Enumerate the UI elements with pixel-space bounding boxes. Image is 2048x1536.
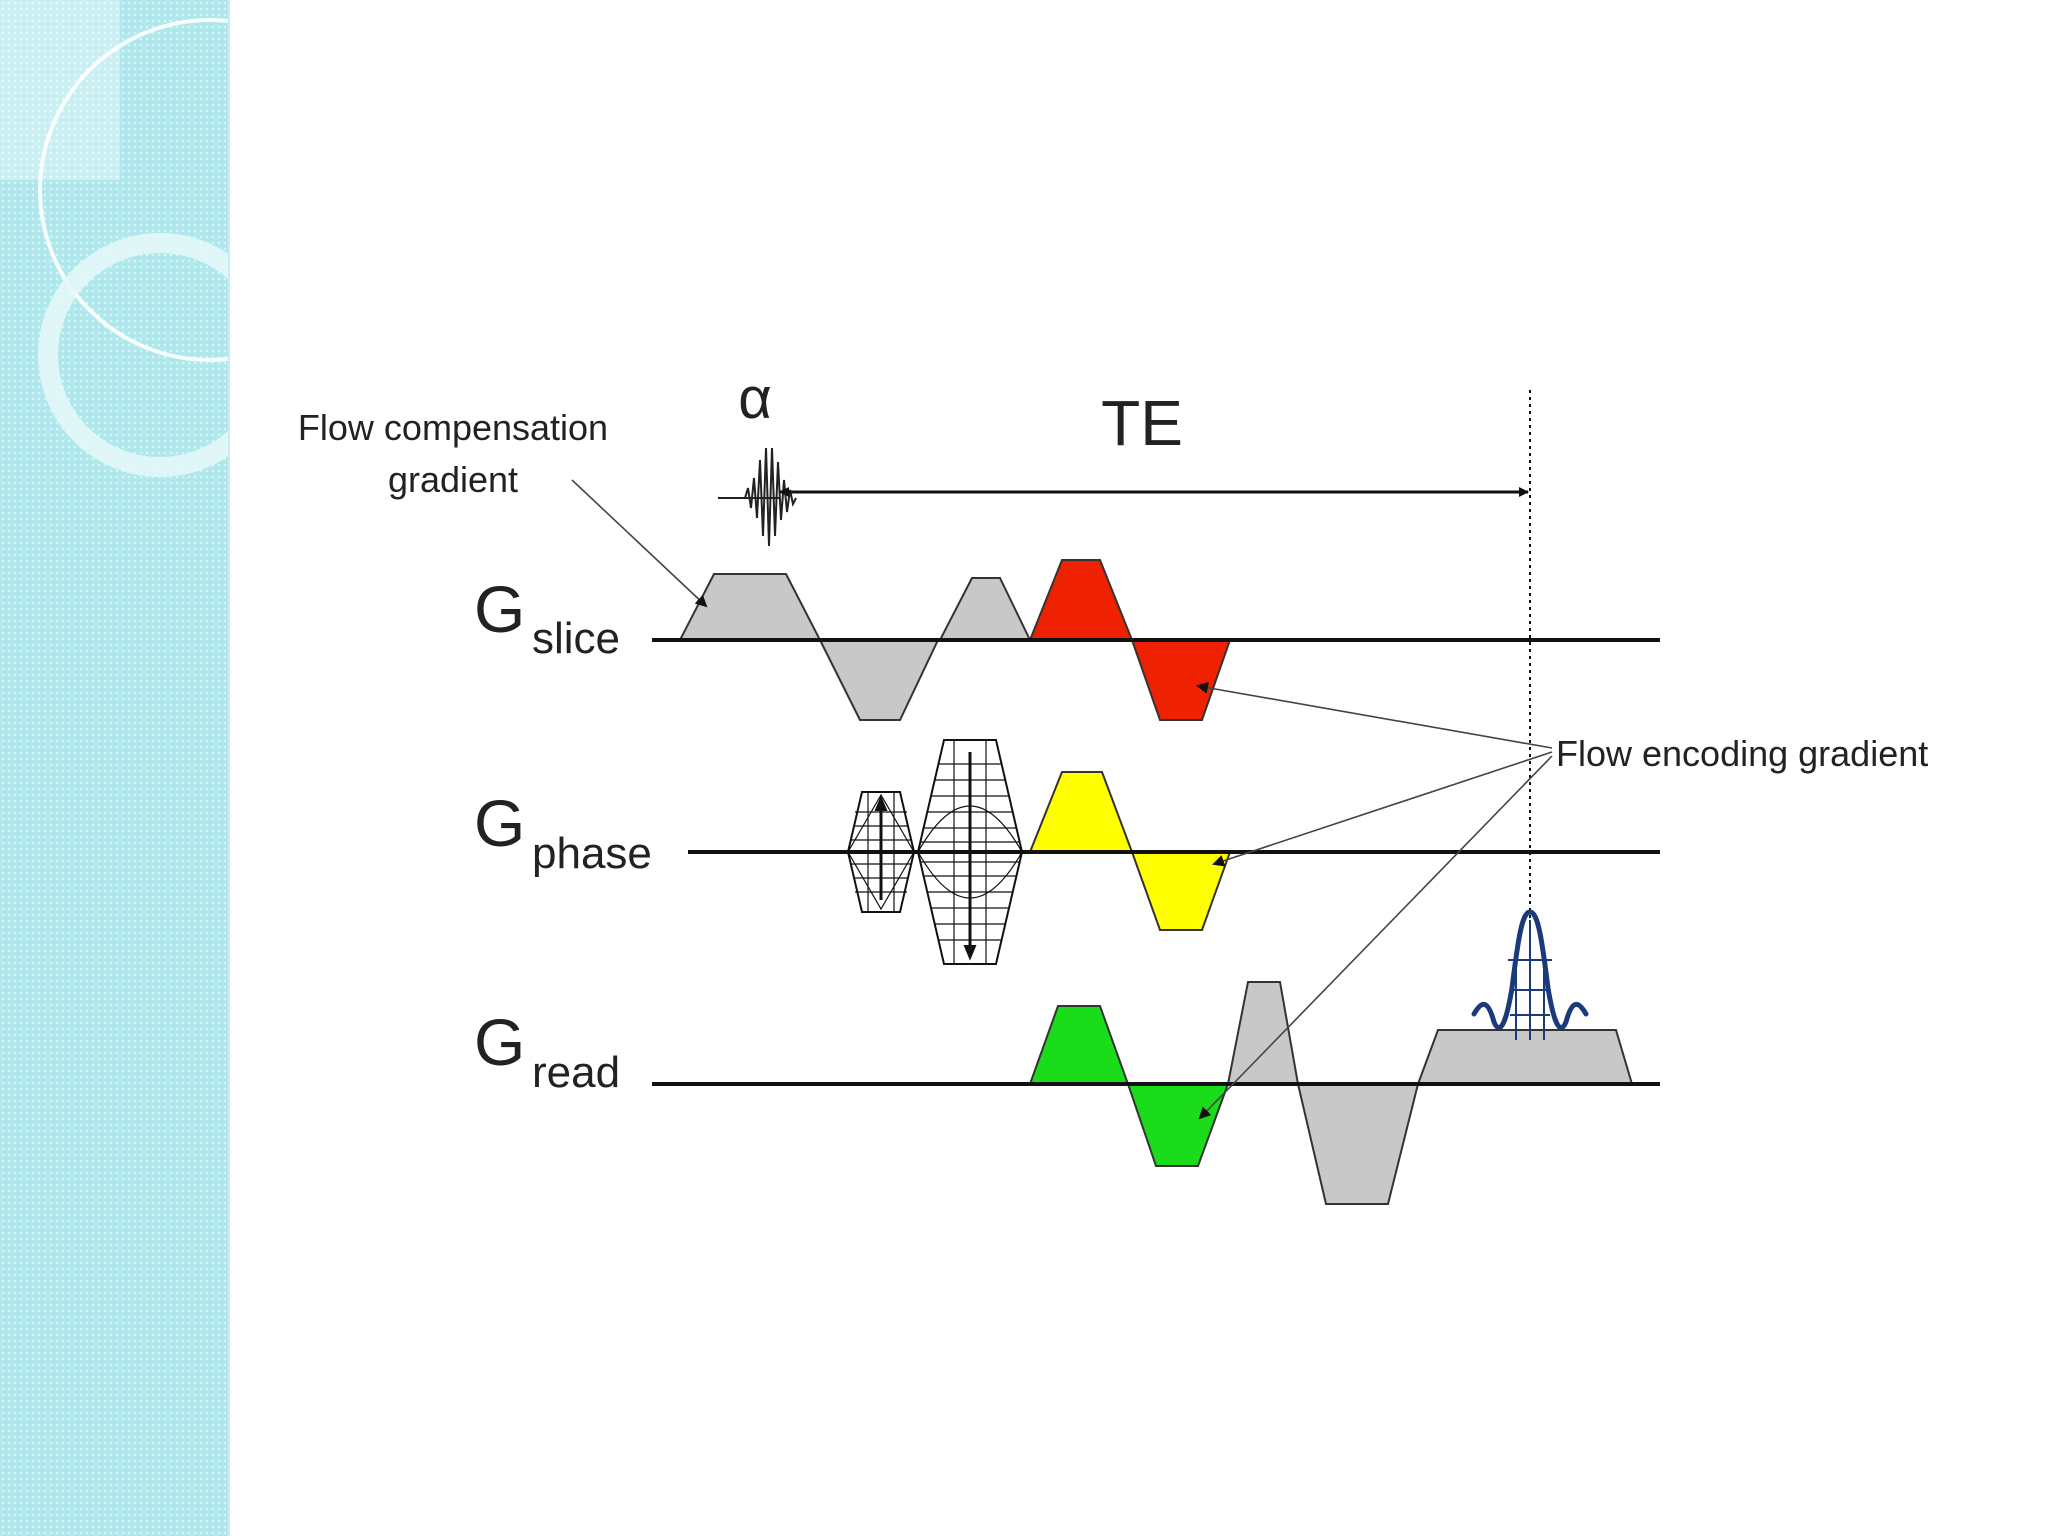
axis-label-sub: read: [532, 1048, 620, 1097]
slice-gray-lobes: [678, 573, 1032, 721]
flow-compensation-pointer: [571, 479, 708, 608]
axis-label-sub: slice: [532, 614, 620, 663]
axis-label-main: G: [474, 1005, 525, 1079]
decorative-rings: [0, 0, 228, 477]
slide-sidebar: [0, 0, 230, 1536]
read-flow-encoding-lobes: [1028, 1005, 1230, 1167]
te-label: TE: [1101, 387, 1183, 459]
rf-pulse-icon: [718, 447, 797, 547]
alpha-label: α: [738, 366, 772, 431]
flow-encoding-pointer-read: [1198, 755, 1553, 1120]
flow-encoding-label: Flow encoding gradient: [1556, 733, 1928, 774]
flow-compensation-label-line2: gradient: [388, 459, 518, 500]
flow-encoding-pointer-slice: [1196, 681, 1553, 749]
echo-signal-samples: [1508, 920, 1552, 1040]
flow-compensation-label-line1: Flow compensation: [298, 407, 608, 448]
read-gray-lobes: [1226, 981, 1634, 1205]
axis-label-g-phase: G phase: [474, 786, 652, 878]
phase-flow-encoding-lobes: [1028, 771, 1232, 931]
axis-label-main: G: [474, 786, 525, 860]
echo-signal-icon: [1471, 909, 1589, 1031]
axis-label-sub: phase: [532, 829, 652, 878]
axis-label-main: G: [474, 572, 525, 646]
axis-label-g-slice: G slice: [474, 572, 620, 663]
axis-label-g-read: G read: [474, 1005, 620, 1097]
flow-encoding-pointer-phase: [1212, 751, 1553, 867]
